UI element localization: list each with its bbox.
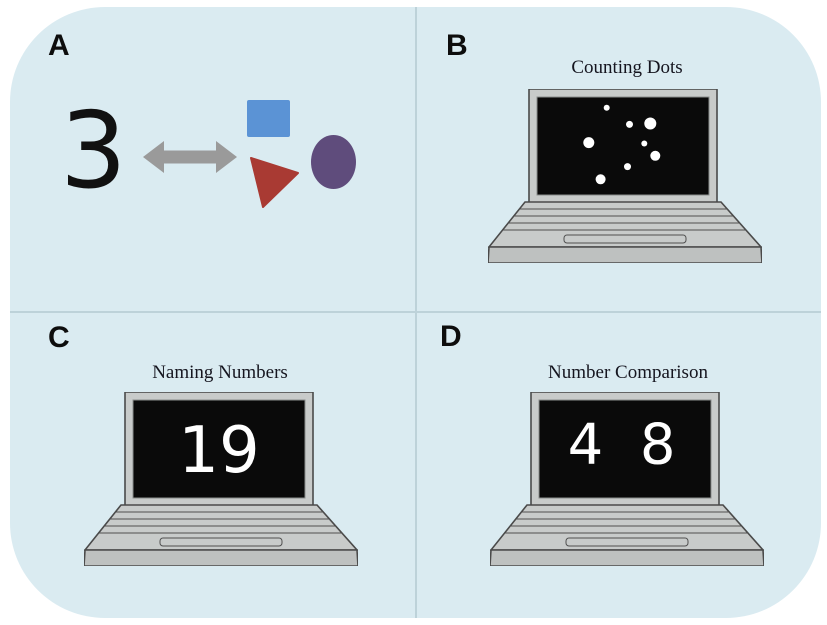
panel-d-title: Number Comparison: [548, 362, 708, 383]
laptop-screen: [538, 399, 712, 499]
laptop-trackpad: [563, 234, 687, 244]
svg-text:8: 8: [640, 412, 676, 477]
svg-text:4: 4: [568, 412, 604, 477]
laptop-front-edge: [490, 549, 764, 566]
laptop-trackpad: [565, 537, 689, 547]
panel-b-title: Counting Dots: [571, 57, 683, 78]
svg-text:19: 19: [178, 414, 259, 488]
laptop-illustration-counting-dots: [488, 89, 762, 263]
laptop-screen: [132, 399, 306, 499]
double-arrow-icon: [143, 141, 237, 173]
blue-square-shape: [247, 100, 290, 137]
panel-d-label: D: [440, 320, 463, 353]
panel-c-title: Naming Numbers: [152, 362, 288, 383]
red-triangle-shape: [250, 157, 299, 208]
laptop-illustration-naming-numbers: 19: [84, 392, 358, 566]
laptop-screen: [536, 96, 710, 196]
horizontal-divider: [10, 311, 821, 313]
digit-3: 3: [60, 90, 127, 212]
laptop-trackpad: [159, 537, 283, 547]
panel-b-label: B: [446, 29, 469, 62]
laptop-front-edge: [488, 246, 762, 263]
panel-c-label: C: [48, 321, 71, 354]
purple-ellipse-shape: [311, 135, 356, 189]
panel-a-label: A: [48, 29, 71, 62]
dot-stimuli: [583, 104, 661, 185]
panel-a: A 3: [10, 7, 416, 312]
number-stimulus: 19: [178, 414, 259, 488]
panel-b: B Counting Dots: [416, 7, 821, 312]
panel-c: C Naming Numbers 19: [10, 312, 416, 618]
laptop-front-edge: [84, 549, 358, 566]
